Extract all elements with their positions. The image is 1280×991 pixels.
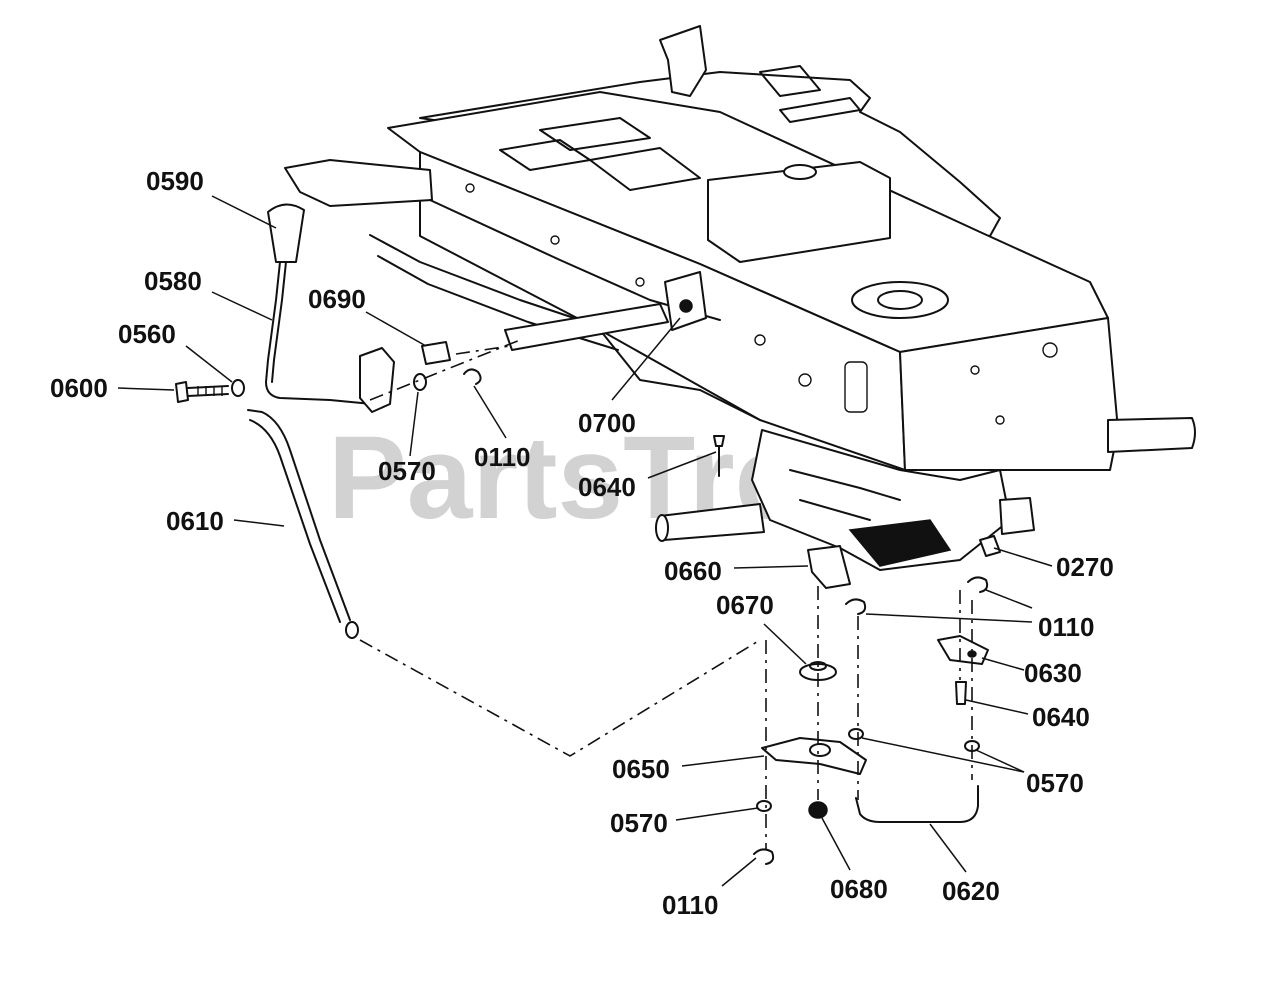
control-arm [937, 635, 989, 665]
transmission [655, 429, 1035, 571]
linkage-rod [855, 785, 979, 823]
callout-0570-left: 0570 [610, 808, 668, 838]
callout-0620: 0620 [942, 876, 1000, 906]
callout-0110-upper: 0110 [474, 442, 530, 472]
callout-0650: 0650 [612, 754, 670, 784]
shift-rod [247, 409, 351, 621]
mounting-bracket [807, 545, 851, 589]
bushing [421, 341, 451, 365]
callout-0690: 0690 [308, 284, 366, 314]
leader-lines [117, 195, 1053, 887]
callout-0640-lower: 0640 [1032, 702, 1090, 732]
callout-0570-right: 0570 [1026, 768, 1084, 798]
callout-0110-bottom: 0110 [662, 890, 718, 920]
callout-0570-upper: 0570 [378, 456, 436, 486]
callout-0590: 0590 [146, 166, 204, 196]
callout-0270: 0270 [1056, 552, 1114, 582]
callout-0670: 0670 [716, 590, 774, 620]
tractor-frame [284, 25, 1196, 471]
bolt [175, 381, 189, 403]
callout-0600: 0600 [50, 373, 108, 403]
callout-0110-right: 0110 [1038, 612, 1094, 642]
callout-0660: 0660 [664, 556, 722, 586]
assembly-lines [359, 339, 973, 850]
callout-0630: 0630 [1024, 658, 1082, 688]
callout-0560: 0560 [118, 319, 176, 349]
shift-lever [265, 261, 373, 405]
callout-0580: 0580 [144, 266, 202, 296]
callout-0610: 0610 [166, 506, 224, 536]
callout-0640-upper: 0640 [578, 472, 636, 502]
callout-0700: 0700 [578, 408, 636, 438]
control-plate [761, 737, 867, 775]
callout-0680: 0680 [830, 874, 888, 904]
callout-labels: 0590 0580 0560 0600 0690 0570 0110 0700 … [50, 166, 1114, 920]
shift-linkage [175, 203, 1001, 865]
shift-knob [267, 203, 305, 263]
